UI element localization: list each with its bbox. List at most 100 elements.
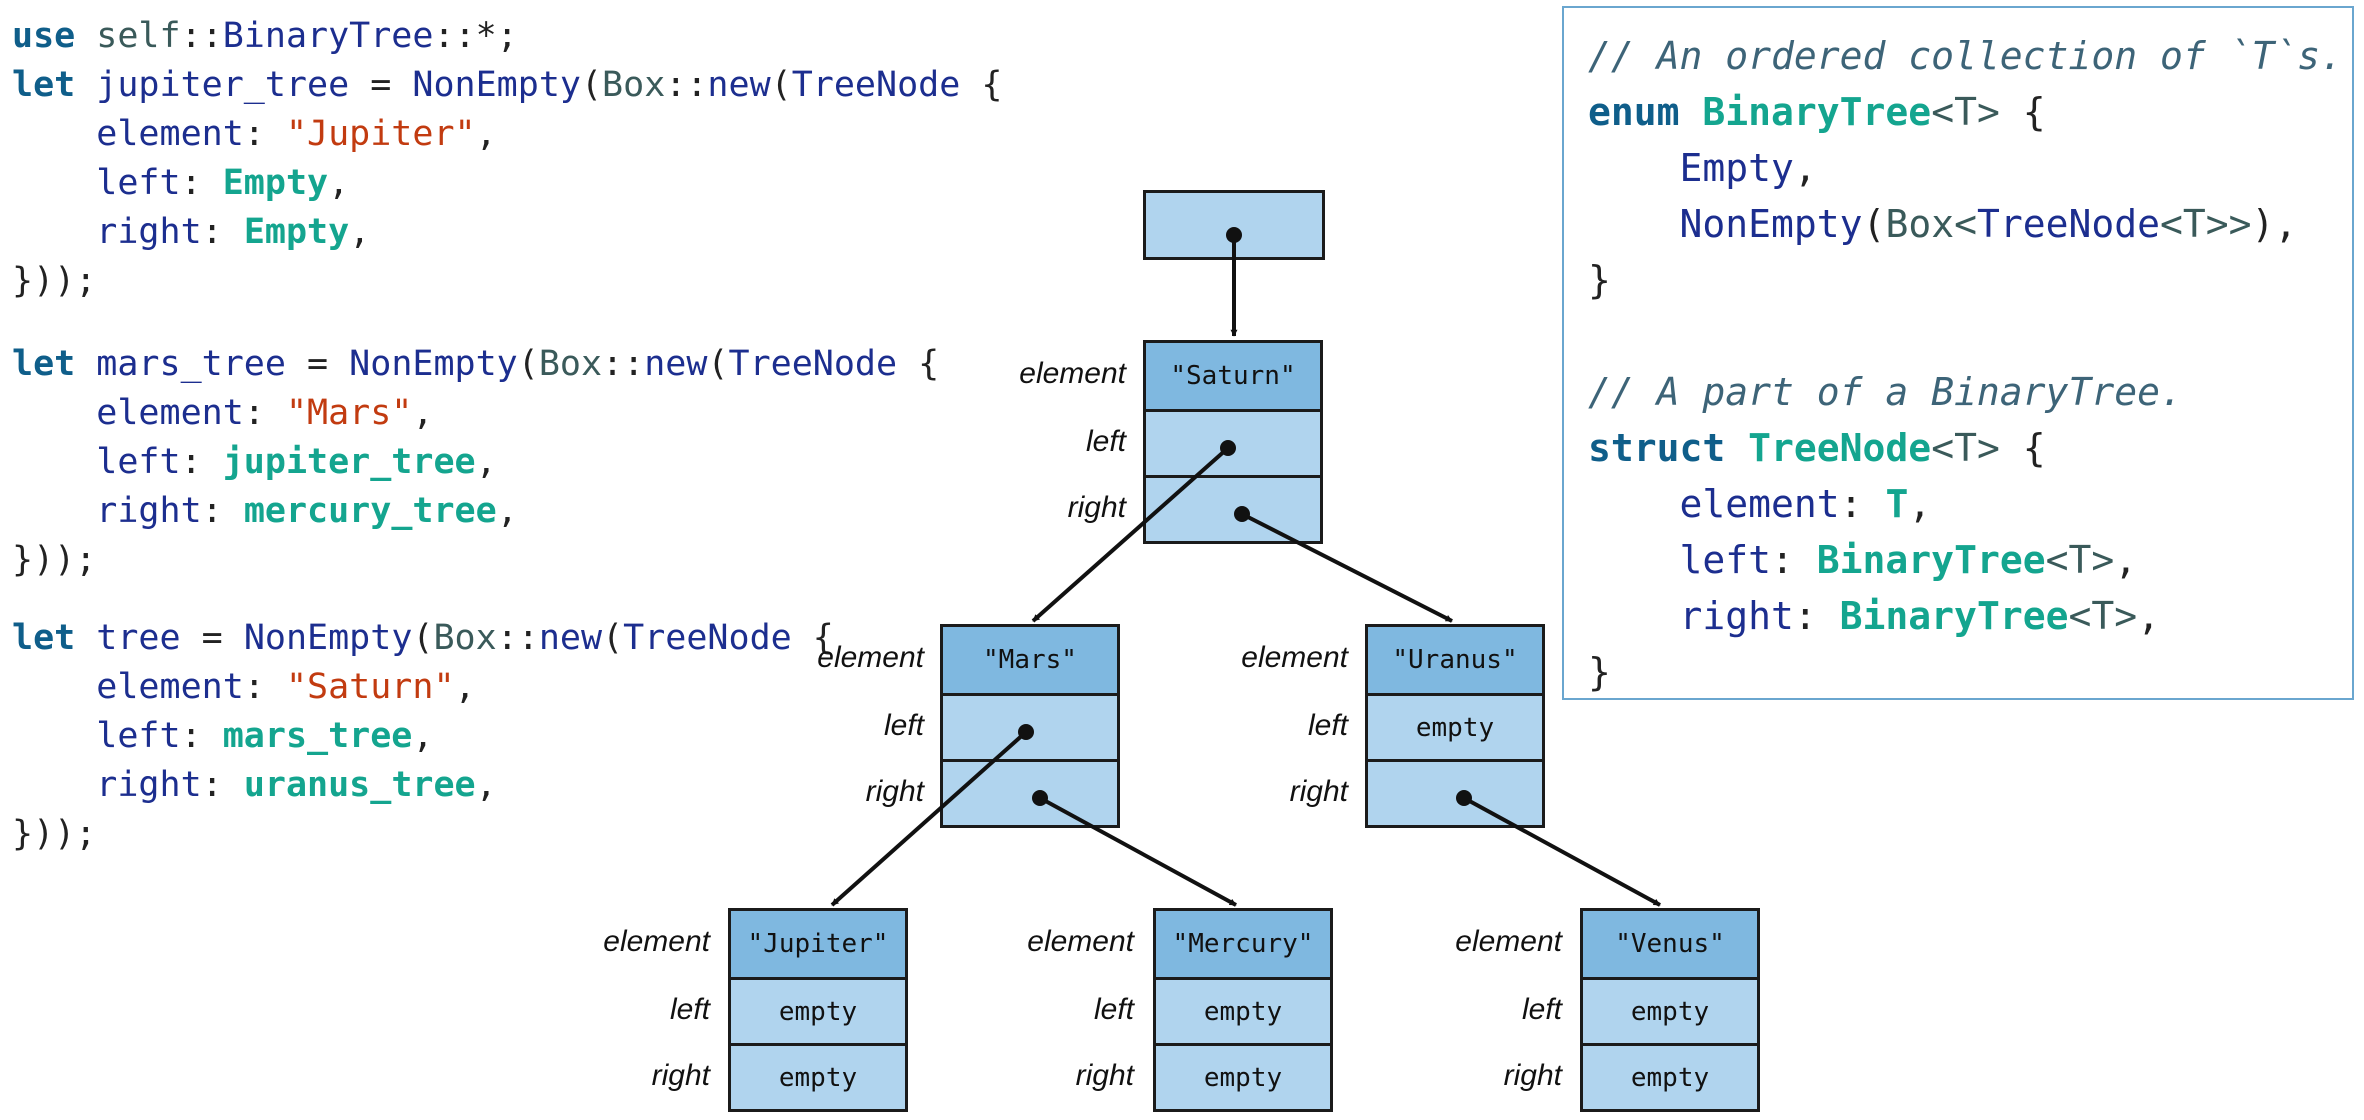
code-token: :: [180, 716, 223, 756]
code-token: TreeNode: [1976, 202, 2160, 246]
code-token: <T>: [2045, 538, 2115, 582]
code-token: :: [201, 765, 244, 805]
code-line: right: BinaryTree<T>,: [1588, 588, 2343, 644]
code-token: "Jupiter": [285, 114, 476, 154]
code-token: (: [707, 344, 729, 384]
code-token: ,: [412, 393, 434, 433]
code-token: :: [243, 114, 286, 154]
code-token: mercury_tree: [243, 491, 497, 531]
code-token: new: [538, 618, 603, 658]
code-line: left: BinaryTree<T>,: [1588, 532, 2343, 588]
node-right-empty: empty: [1156, 1043, 1330, 1109]
label-right: right: [865, 775, 924, 808]
code-line: left: Empty,: [12, 159, 1002, 208]
code-token: tree: [75, 618, 202, 658]
code-token: ::: [665, 65, 708, 105]
code-token: element: [12, 667, 244, 707]
node-element-value: "Venus": [1583, 911, 1757, 977]
code-token: ,: [454, 667, 476, 707]
code-token: {: [1999, 90, 2046, 134]
code-token: (: [770, 65, 792, 105]
node-left-empty: empty: [1583, 977, 1757, 1043]
code-token: ,: [2114, 538, 2138, 582]
label-left: left: [1521, 993, 1562, 1026]
code-token: BinaryTree: [1679, 90, 1932, 134]
code-token: <T>: [1931, 426, 2000, 470]
code-token: }));: [12, 814, 97, 854]
pointer-dot: [1220, 440, 1236, 456]
label-right: right: [1289, 775, 1348, 808]
code-token: {: [1999, 426, 2046, 470]
code-token: ::*;: [433, 16, 518, 56]
code-block-saturn: let tree = NonEmpty(Box::new(TreeNode { …: [12, 614, 834, 859]
code-token: (: [602, 618, 624, 658]
code-token: ,: [1793, 146, 1817, 190]
code-line: Empty,: [1588, 140, 2343, 196]
node-element-value: "Uranus": [1368, 627, 1542, 693]
code-line: }: [1588, 644, 2343, 700]
code-token: element: [12, 393, 244, 433]
code-line: right: mercury_tree,: [12, 487, 939, 536]
code-token: // An ordered collection of `T`s.: [1588, 34, 2343, 78]
code-token: jupiter_tree: [222, 442, 476, 482]
code-block-definitions: // An ordered collection of `T`s. enum Bi…: [1588, 28, 2343, 700]
code-token: ::: [496, 618, 539, 658]
code-token: Empty: [222, 163, 329, 203]
tree-node-jupiter: "Jupiter" empty empty: [728, 908, 908, 1112]
code-token: :: [243, 667, 286, 707]
label-left: left: [669, 993, 710, 1026]
code-token: (: [580, 65, 603, 105]
label-left: left: [1093, 993, 1134, 1026]
code-token: ),: [2251, 202, 2298, 246]
code-line: left: mars_tree,: [12, 712, 834, 761]
code-token: :: [1771, 538, 1817, 582]
code-token: right: [12, 212, 202, 252]
code-line: use self::BinaryTree::*;: [12, 12, 1002, 61]
code-token: new: [707, 65, 771, 105]
code-line: }));: [12, 810, 834, 859]
code-token: BinaryTree: [222, 16, 434, 56]
node-right-pointer: [1146, 475, 1320, 541]
code-token: Empty: [1588, 146, 1794, 190]
code-token: :: [180, 442, 223, 482]
code-token: ,: [349, 212, 371, 252]
code-token: ,: [475, 114, 497, 154]
code-line: // A part of a BinaryTree.: [1588, 364, 2343, 420]
code-token: BinaryTree: [1839, 594, 2069, 638]
code-line: left: jupiter_tree,: [12, 438, 939, 487]
code-line: let mars_tree = NonEmpty(Box::new(TreeNo…: [12, 340, 939, 389]
code-token: {: [960, 65, 1003, 105]
label-element: element: [1455, 925, 1562, 958]
label-element: element: [1027, 925, 1134, 958]
code-token: left: [12, 163, 181, 203]
code-token: enum: [1588, 90, 1680, 134]
code-token: right: [12, 491, 202, 531]
code-token: {: [897, 344, 940, 384]
code-block-jupiter: use self::BinaryTree::*;let jupiter_tree…: [12, 12, 1002, 306]
code-token: (: [517, 344, 539, 384]
code-token: element: [1588, 482, 1840, 526]
node-right-pointer: [1368, 759, 1542, 825]
code-line: right: uranus_tree,: [12, 761, 834, 810]
node-right-empty: empty: [731, 1043, 905, 1109]
code-token: T: [1885, 482, 1909, 526]
code-token: Box: [602, 65, 666, 105]
code-token: :: [1793, 594, 1840, 638]
code-line: // An ordered collection of `T`s.: [1588, 28, 2343, 84]
pointer-dot: [1456, 790, 1472, 806]
code-token: element: [12, 114, 244, 154]
code-line: element: "Jupiter",: [12, 110, 1002, 159]
code-token: let: [12, 344, 76, 384]
code-token: =: [307, 344, 350, 384]
node-right-pointer: [943, 759, 1117, 825]
code-token: "Saturn": [285, 667, 455, 707]
code-line: }));: [12, 536, 939, 585]
code-token: <T>>: [2160, 202, 2252, 246]
code-token: ,: [412, 716, 434, 756]
code-token: new: [644, 344, 708, 384]
code-token: ,: [328, 163, 350, 203]
code-token: :: [201, 212, 244, 252]
code-block-mars: let mars_tree = NonEmpty(Box::new(TreeNo…: [12, 340, 939, 585]
code-token: TreeNode: [791, 65, 961, 105]
